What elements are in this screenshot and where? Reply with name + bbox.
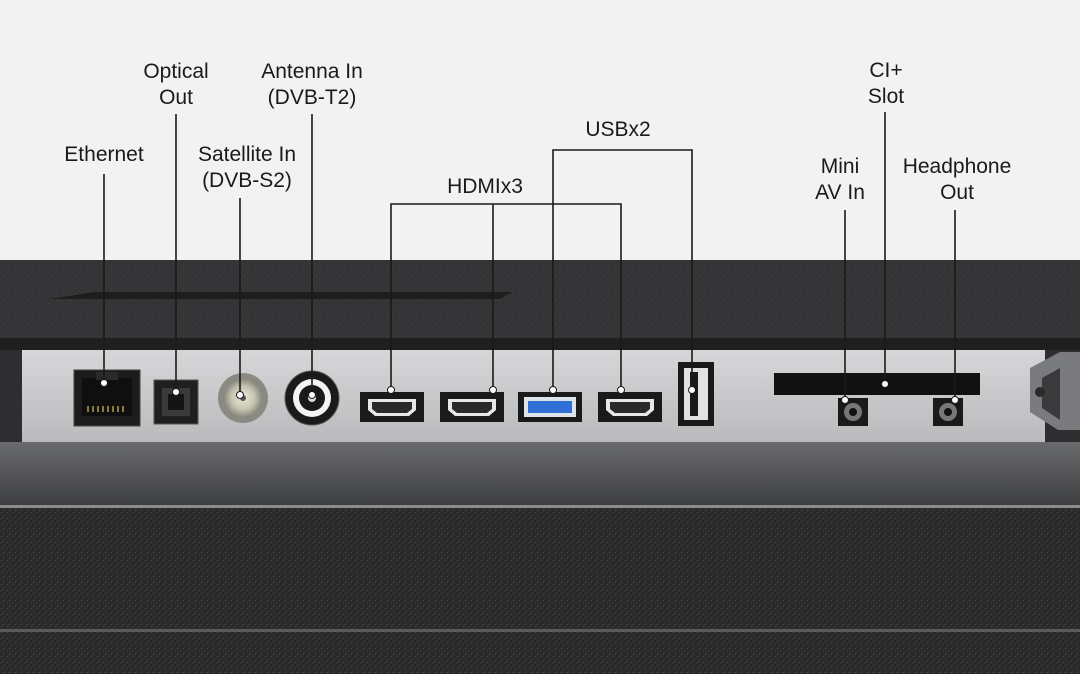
label-ethernet: Ethernet — [64, 143, 144, 166]
label-antenna-in: Antenna In (DVB-T2) — [261, 60, 363, 109]
vent-slot — [50, 292, 512, 299]
label-hdmi: HDMIx3 — [447, 175, 523, 198]
label-satellite-in: Satellite In (DVB-S2) — [197, 143, 297, 192]
label-optical-out: Optical Out — [143, 60, 209, 109]
callout-lines — [103, 112, 956, 400]
label-mini-av-in: Mini AV In — [815, 155, 865, 204]
lower-shelf — [0, 442, 1080, 508]
label-usb: USBx2 — [585, 118, 651, 141]
ci-slot — [774, 373, 980, 395]
label-ci-slot: CI+ Slot — [867, 59, 905, 108]
base-panel — [0, 508, 1080, 674]
label-headphone-out: Headphone Out — [902, 155, 1012, 204]
callout-dots — [100, 379, 959, 404]
